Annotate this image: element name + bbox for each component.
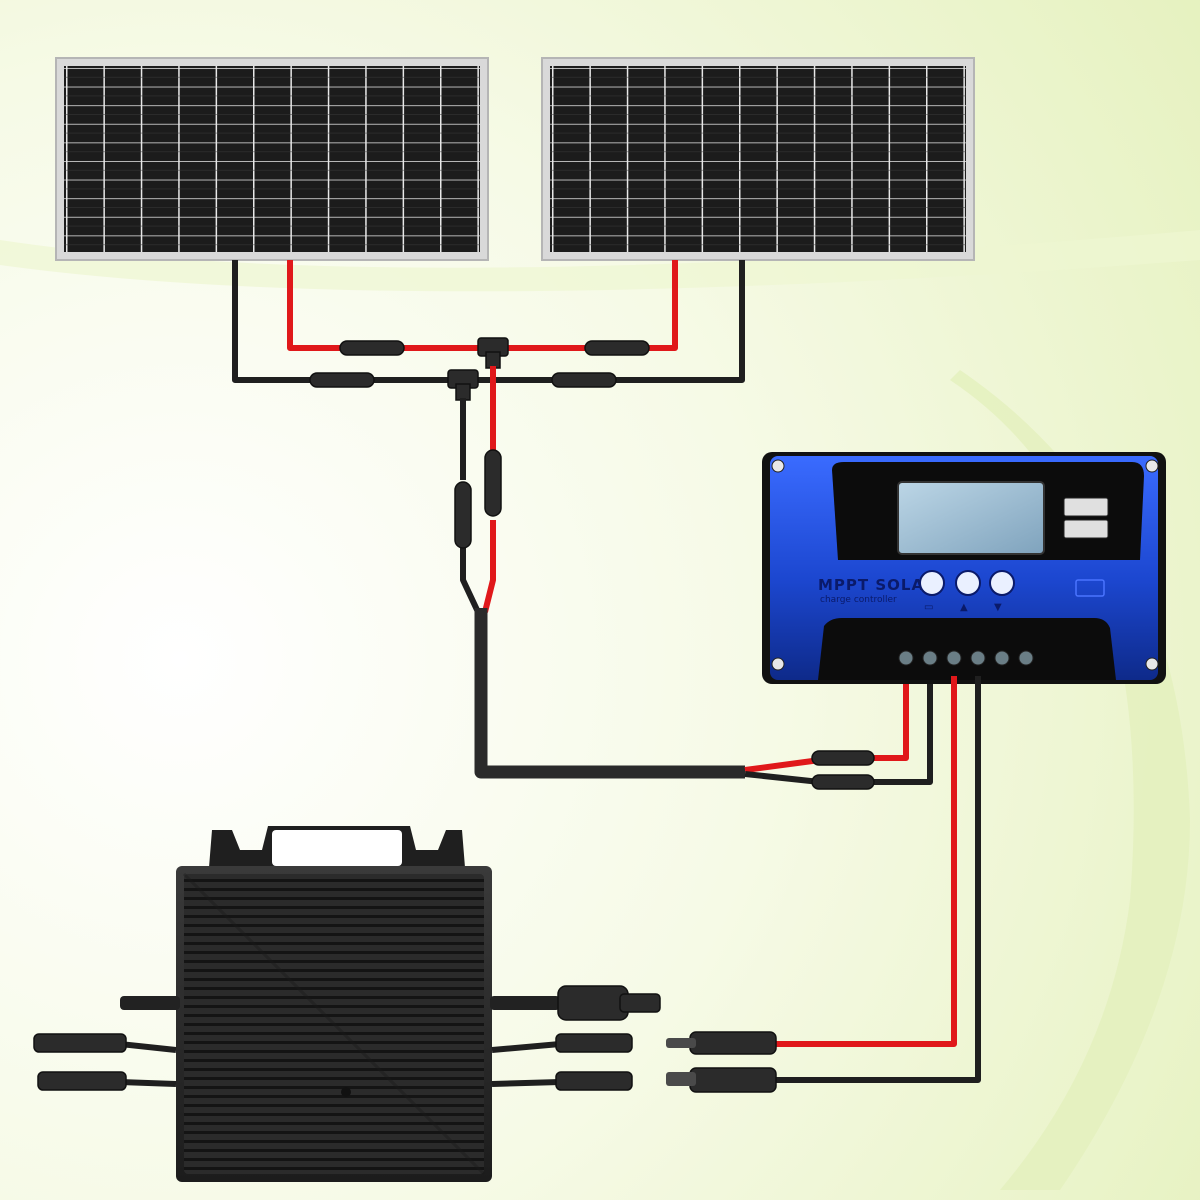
background-swoosh [0,230,1200,292]
mounting-hole-icon [1145,657,1159,671]
controller-output-wires [770,676,981,1083]
mounting-hole-icon [771,657,785,671]
menu-button[interactable] [919,570,945,596]
solar-panel-left [55,57,489,261]
up-button[interactable] [955,570,981,596]
terminal-screws [898,650,1034,666]
mc4-connectors-output [666,1031,777,1093]
mc4-connectors-top [309,340,650,388]
mppt-charge-controller: MPPT SOLAR charge controller ▭ ▲ ▼ [762,452,1166,684]
indicator-logo-icon [1075,579,1105,597]
y-branch-connectors [447,337,509,401]
mounting-hole-icon [1145,459,1159,473]
menu-icon: ▭ [924,602,933,613]
controller-brand-sublabel: charge controller [820,595,897,605]
solar-panel-right [541,57,975,261]
combined-pv-cable [474,608,933,790]
warning-icon: ▲ [960,602,968,613]
down-button[interactable] [989,570,1015,596]
controller-brand-label: MPPT SOLAR [818,576,937,594]
y-branch-downlines [454,366,502,614]
usb-port-icon [1063,519,1109,539]
grid-tie-micro-inverter [33,826,661,1182]
usb-port-icon [1063,497,1109,517]
battery-icon: ▼ [994,602,1002,613]
lcd-screen [897,481,1045,555]
mounting-hole-icon [771,459,785,473]
